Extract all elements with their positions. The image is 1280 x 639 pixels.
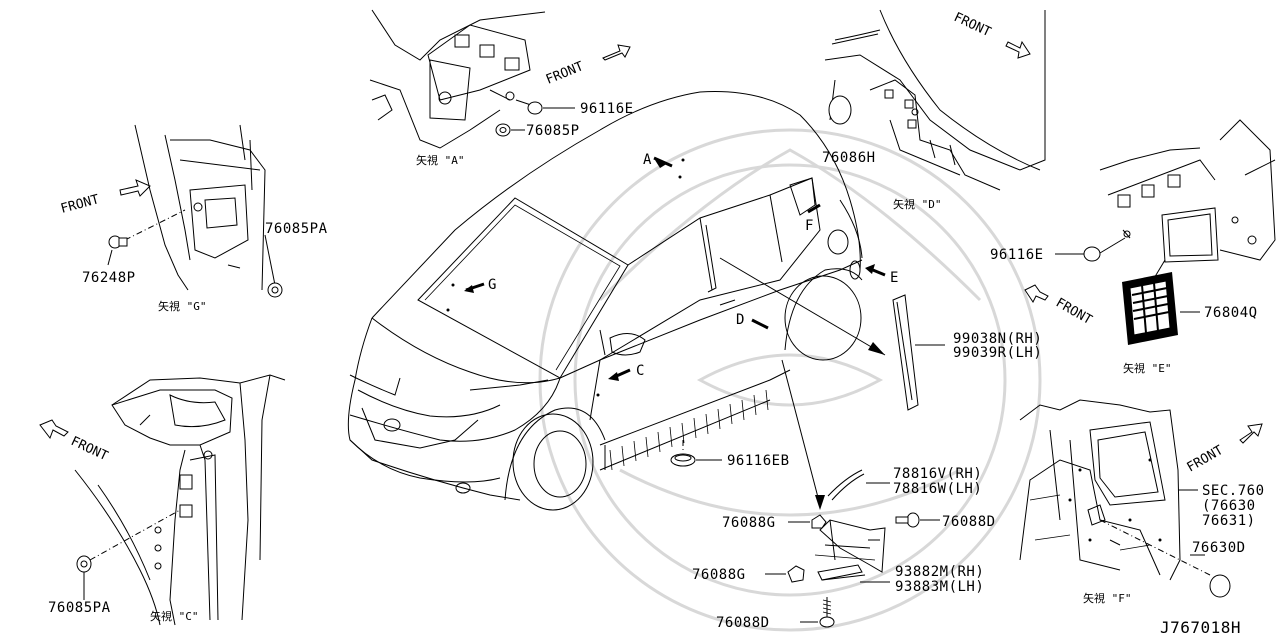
part-sec760: SEC.760: [1202, 483, 1265, 499]
view-c-label: 矢視 "C": [150, 609, 199, 623]
cap-icon: [670, 453, 696, 467]
svg-text:FRONT: FRONT: [1053, 295, 1095, 328]
svg-text:FRONT: FRONT: [1185, 443, 1227, 476]
front-arrow-a: FRONT: [544, 44, 631, 88]
front-arrow-c: FRONT: [39, 419, 110, 464]
clip-g-upper-icon: [811, 514, 827, 529]
part-93882m-rh: 93882M(RH): [895, 564, 984, 580]
front-arrow-d: FRONT: [951, 10, 1031, 59]
front-arrow-e: FRONT: [1024, 284, 1095, 328]
part-76804q: 76804Q: [1204, 305, 1258, 321]
view-d-label: 矢視 "D": [893, 197, 942, 211]
svg-text:FRONT: FRONT: [951, 10, 993, 40]
marker-a: A: [643, 152, 652, 168]
view-f-detail: [1019, 399, 1211, 581]
grommet-icon: [527, 101, 543, 115]
vent-grille-icon: [1122, 272, 1178, 345]
part-78816w-lh: 78816W(LH): [893, 481, 982, 497]
view-c-detail: [74, 374, 286, 626]
part-76085pa-top: 76085PA: [265, 221, 328, 237]
part-96116eb: 96116EB: [727, 453, 790, 469]
clip-icon: [108, 235, 128, 249]
part-78816v-rh: 78816V(RH): [893, 466, 982, 482]
part-99039r-lh: 99039R(LH): [953, 345, 1042, 361]
part-76088d-upper: 76088D: [942, 514, 996, 530]
pad-f-icon: [1209, 574, 1231, 598]
grommet-icon: [267, 282, 283, 298]
pad-icon: [828, 95, 852, 125]
part-76088d-lower: 76088D: [716, 615, 770, 631]
marker-f: F: [805, 218, 813, 234]
part-93883m-lh: 93883M(LH): [895, 579, 984, 595]
svg-text:FRONT: FRONT: [544, 59, 586, 88]
bracket-assembly-drawing: [781, 359, 886, 581]
marker-d: D: [736, 312, 744, 328]
view-f-label: 矢視 "F": [1083, 591, 1132, 605]
view-a-detail: [369, 9, 546, 149]
watermark-emblem: [538, 128, 1042, 632]
part-76630d: 76630D: [1192, 540, 1246, 556]
front-arrow-g: FRONT: [59, 179, 151, 217]
grommet-icon: [1083, 246, 1101, 262]
part-76630-ref: (76630: [1202, 498, 1256, 514]
view-e-detail: [1099, 119, 1276, 286]
view-d-detail: [824, 9, 1046, 191]
part-76248p: 76248P: [82, 270, 136, 286]
part-76086h: 76086H: [822, 150, 876, 166]
car-body-drawing: [347, 91, 886, 511]
marker-g: G: [488, 277, 496, 293]
svg-text:FRONT: FRONT: [68, 434, 110, 464]
strip-icon: [827, 469, 863, 497]
marker-c: C: [636, 363, 644, 379]
svg-text:FRONT: FRONT: [59, 192, 101, 217]
pillar-molding-drawing: [892, 294, 919, 411]
screw-upper-icon: [895, 512, 920, 528]
part-96116e-top: 96116E: [580, 101, 634, 117]
marker-e: E: [890, 270, 898, 286]
part-96116e-right: 96116E: [990, 247, 1044, 263]
part-76085pa-bottom: 76085PA: [48, 600, 111, 616]
view-a-label: 矢視 "A": [416, 153, 465, 167]
view-g-detail: [124, 124, 276, 291]
view-g-label: 矢視 "G": [158, 299, 207, 313]
clip-g-lower-icon: [787, 565, 805, 583]
part-76088g-lower: 76088G: [692, 567, 746, 583]
screw-lower-icon: [819, 597, 835, 628]
part-76088g-upper: 76088G: [722, 515, 776, 531]
diagram-code: J767018H: [1160, 618, 1241, 637]
part-76631-ref: 76631): [1202, 513, 1256, 529]
part-99038n-rh: 99038N(RH): [953, 331, 1042, 347]
front-arrow-f: FRONT: [1185, 423, 1263, 476]
view-e-label: 矢視 "E": [1123, 361, 1172, 375]
view-markers: A G F E D C: [464, 152, 898, 381]
grommet-c-icon: [76, 555, 92, 573]
part-76085p: 76085P: [526, 123, 580, 139]
